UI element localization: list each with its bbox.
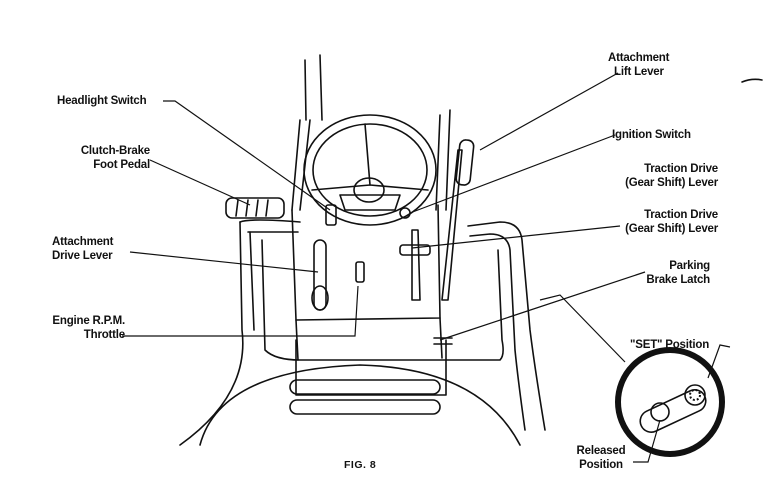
clutch-pedal-treads bbox=[235, 199, 269, 217]
throttle-lever bbox=[355, 261, 365, 283]
wheel-hub bbox=[353, 177, 385, 203]
column-top bbox=[304, 54, 323, 121]
inset-circle bbox=[615, 347, 725, 457]
attachment-drive-lever bbox=[313, 239, 327, 311]
inset-set-knob-inner bbox=[689, 389, 701, 401]
inset-set-knob bbox=[684, 384, 706, 406]
leader-headlight bbox=[163, 100, 331, 211]
seat-slot-1 bbox=[289, 379, 441, 395]
label-ignition-switch: Ignition Switch bbox=[612, 129, 691, 141]
seat-back bbox=[199, 364, 521, 446]
column-right bbox=[435, 109, 451, 211]
seat-base bbox=[295, 339, 447, 396]
leader-inset bbox=[539, 294, 626, 363]
headlight-switch bbox=[325, 204, 337, 226]
column-left bbox=[291, 119, 311, 211]
deck-inner-outline bbox=[249, 231, 526, 431]
inset-latch-bar bbox=[639, 389, 707, 433]
wheel-spokes bbox=[311, 123, 429, 191]
clutch-pedal bbox=[225, 197, 285, 219]
leader-released bbox=[633, 419, 661, 463]
label-traction-drive-1: Traction Drive(Gear Shift) Lever bbox=[625, 163, 718, 189]
lift-lever-grip bbox=[455, 139, 475, 186]
leader-attachment-drive bbox=[129, 251, 319, 273]
footboard-grid bbox=[261, 239, 504, 361]
figure-caption: FIG. 8 bbox=[344, 459, 377, 471]
dash-lower bbox=[295, 317, 443, 361]
label-headlight-switch: Headlight Switch bbox=[57, 95, 147, 107]
steering-wheel-outer bbox=[303, 114, 437, 226]
hub-base bbox=[339, 194, 401, 211]
steering-wheel-inner bbox=[312, 123, 428, 217]
label-engine-rpm-throttle: Engine R.P.M.Throttle bbox=[52, 315, 125, 341]
inset-released-knob bbox=[650, 402, 670, 422]
leader-traction bbox=[411, 225, 621, 249]
leader-clutch bbox=[149, 159, 251, 206]
leader-lift bbox=[479, 72, 619, 151]
dash-panel bbox=[291, 204, 441, 321]
leader-brake bbox=[439, 271, 646, 341]
traction-lever-handle bbox=[399, 244, 431, 256]
attachment-drive-knob bbox=[311, 285, 329, 311]
label-traction-drive-2: Traction Drive(Gear Shift) Lever bbox=[625, 209, 718, 235]
label-set-position: "SET" Position bbox=[630, 339, 710, 351]
brake-latch-rod bbox=[433, 337, 453, 345]
fender-left bbox=[239, 219, 301, 233]
seat-slot-2 bbox=[289, 399, 441, 415]
leader-ignition bbox=[409, 134, 616, 214]
traction-lever bbox=[411, 229, 421, 301]
hood-detail bbox=[741, 78, 763, 83]
leader-engine-rpm bbox=[122, 285, 359, 337]
brake-latch-inset bbox=[615, 347, 725, 457]
deck-outline bbox=[179, 221, 546, 446]
lift-lever-shaft bbox=[441, 149, 463, 301]
